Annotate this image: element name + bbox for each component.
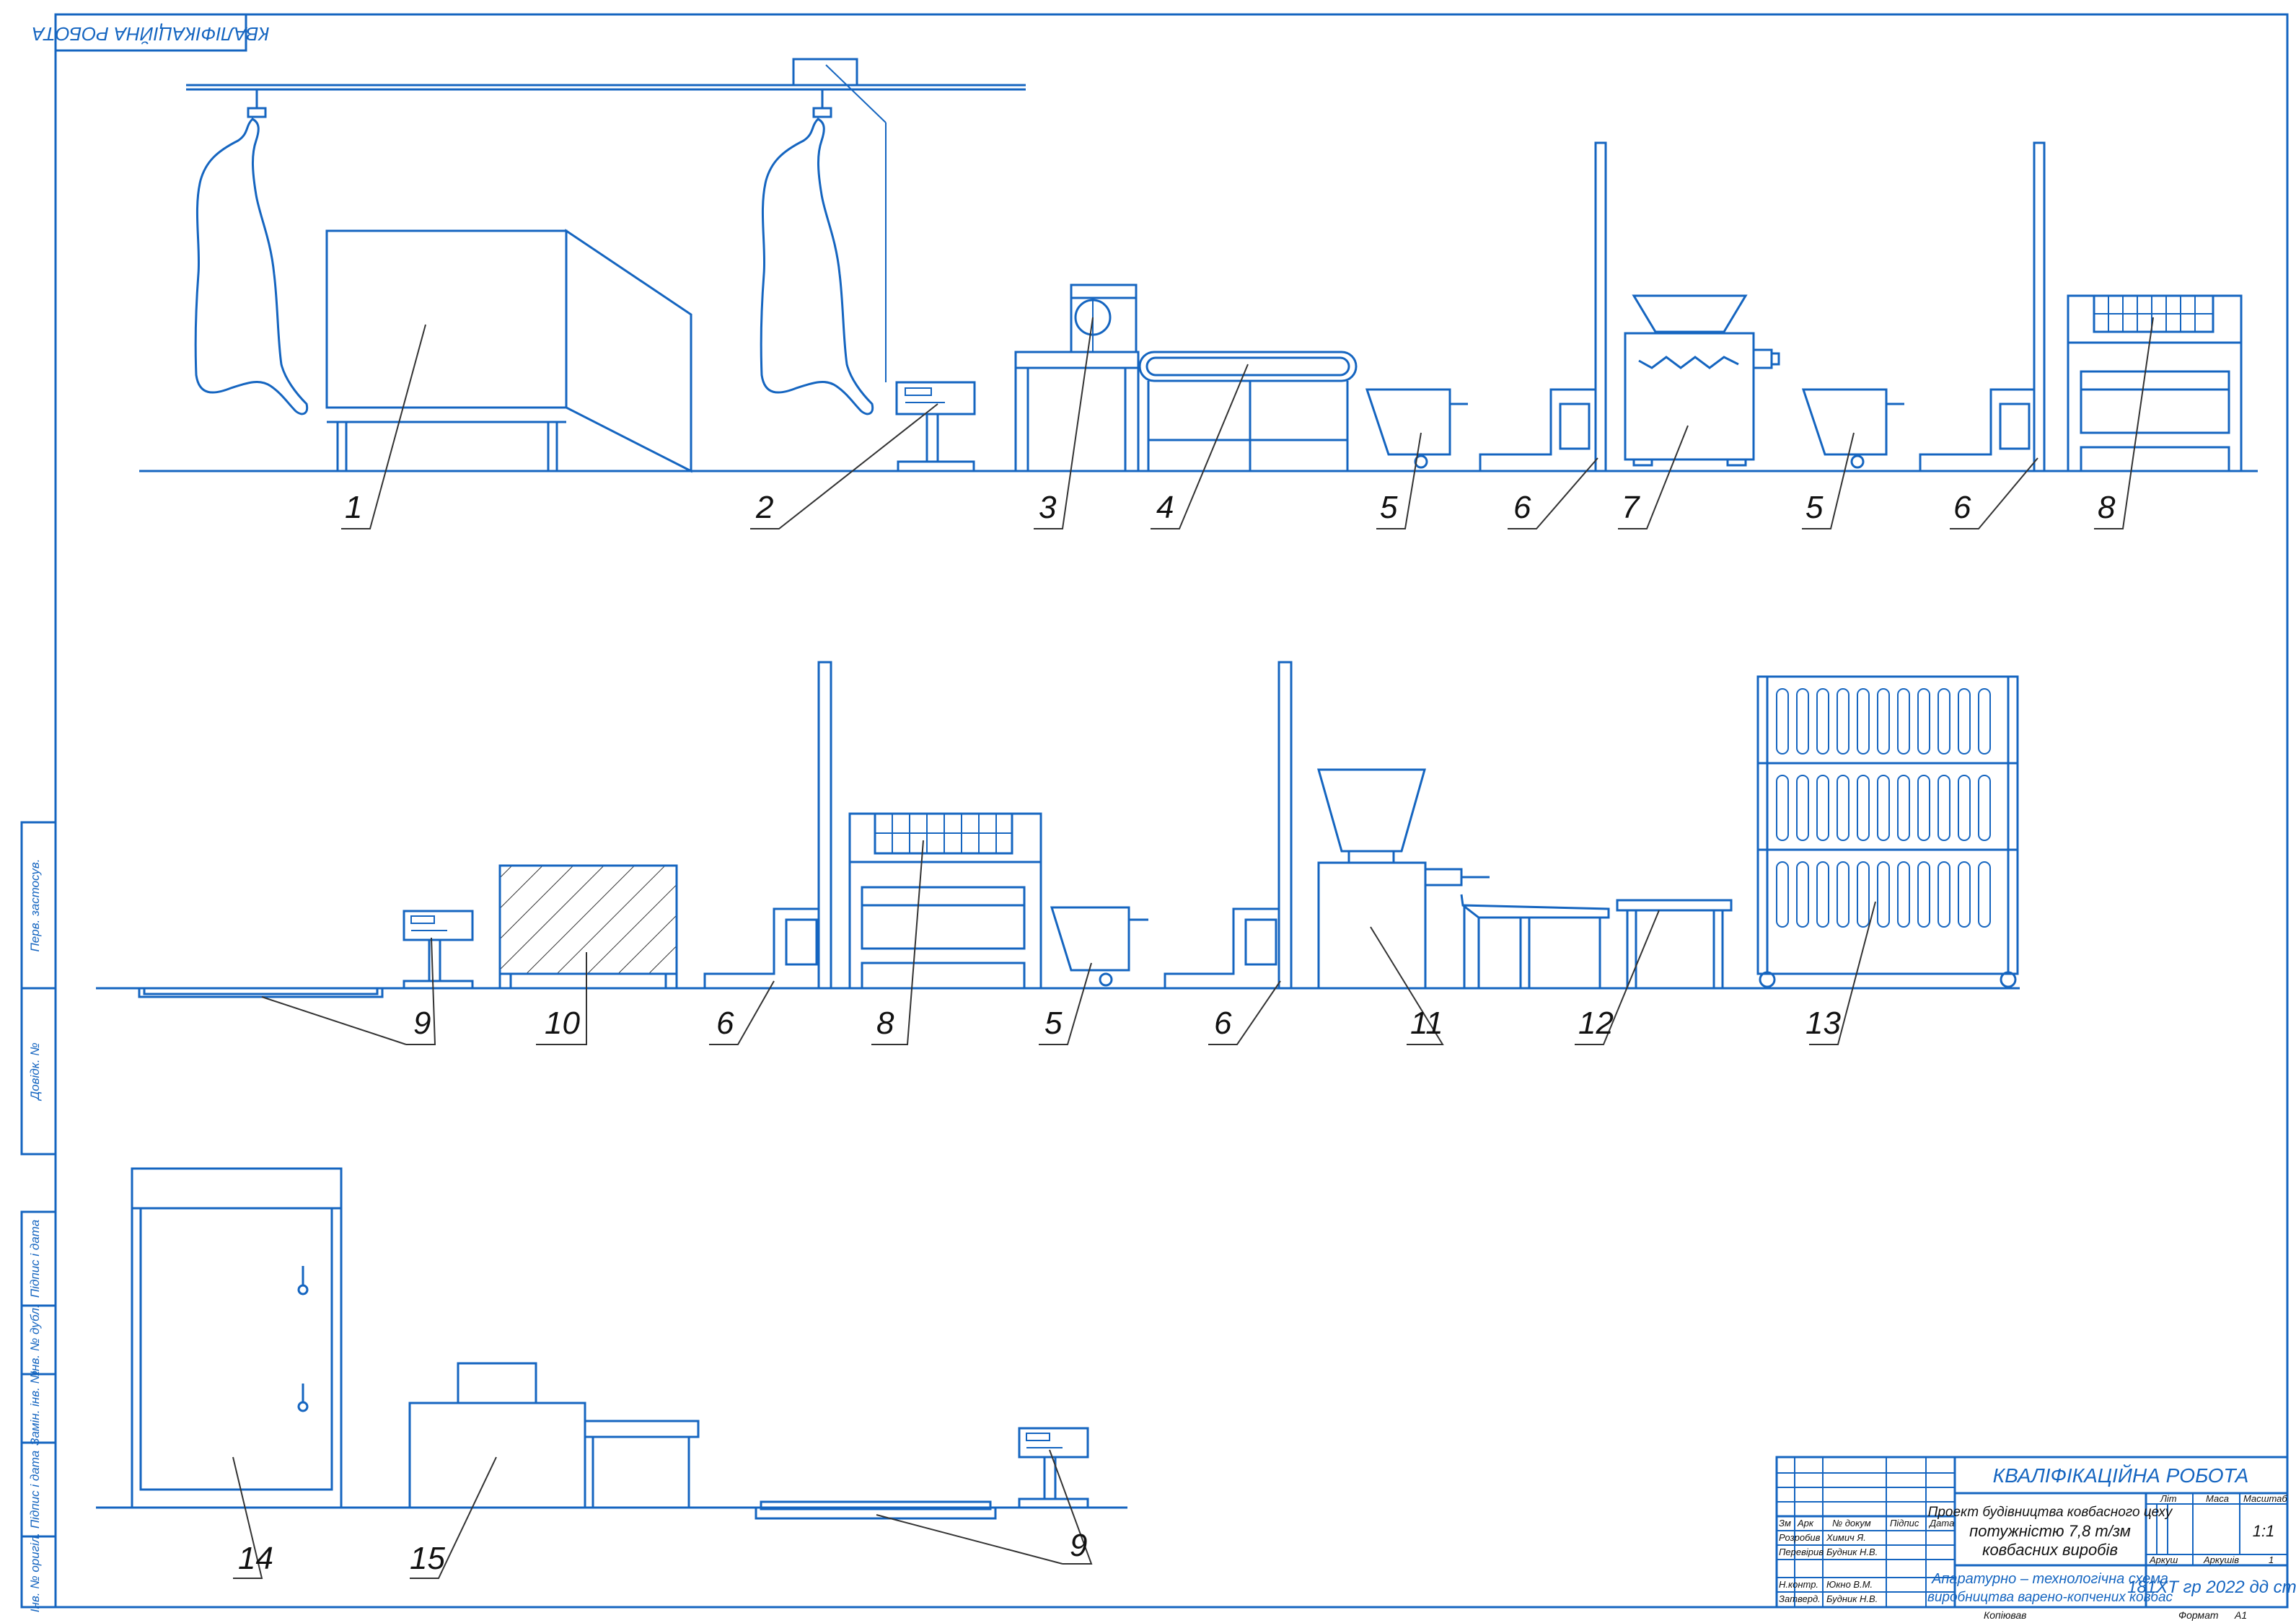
item-number-13: 13 (1805, 1006, 1841, 1041)
name-approved: Будник Н.В. (1826, 1593, 1878, 1604)
leader-lines (341, 317, 2154, 529)
project-line: Проект будівництва ковбасного цеху (1928, 1505, 2173, 1520)
col-mass: Маса (2206, 1493, 2229, 1504)
side-label: Підпис і дата (28, 1451, 42, 1529)
equipment-14-cabinet (131, 1167, 343, 1509)
side-label: Підпис і дата (28, 1220, 42, 1298)
item-number-6: 6 (1214, 1006, 1232, 1041)
col-scale: Масштаб (2243, 1493, 2287, 1504)
col-lit: Літ (2160, 1493, 2177, 1504)
equipment-7-mincer (1624, 294, 1780, 467)
side-label: Інв. № дубл. (28, 1304, 42, 1374)
item-number-6: 6 (1513, 490, 1531, 525)
equipment-1-unit (325, 229, 692, 473)
header-ark: Арк (1797, 1518, 1814, 1529)
equipment-3-saw (1014, 283, 1140, 472)
title-block-title: КВАЛІФІКАЦІЙНА РОБОТА (1993, 1464, 2249, 1487)
equipment-6-lift (1479, 141, 1607, 472)
item-number-6: 6 (716, 1006, 734, 1041)
equipment-4-conveyor (1138, 351, 1358, 471)
item-number-8: 8 (2098, 490, 2116, 525)
role-checked: Перевірив (1779, 1547, 1824, 1557)
equipment-5-cart (1050, 906, 1148, 987)
item-number-14: 14 (238, 1541, 273, 1576)
equipment-12-table (1616, 899, 1733, 988)
equipment-2-scales (895, 381, 976, 472)
item-number-4: 4 (1156, 490, 1174, 525)
equipment-5-cart (1365, 388, 1468, 469)
header-zm: Зм (1779, 1518, 1791, 1529)
item-number-9: 9 (1070, 1528, 1087, 1563)
equipment-8-cutter (848, 812, 1042, 990)
item-number-5: 5 (1380, 490, 1398, 525)
leader-lines (232, 1449, 1093, 1579)
role-developed: Розробив (1779, 1532, 1821, 1543)
name-norm-control: Юкно В.М. (1826, 1579, 1873, 1590)
sheet-description: виробництва варено-копчених ковбас (1927, 1590, 2173, 1605)
equipment-9-scales (755, 1427, 1089, 1520)
item-number-11: 11 (1410, 1006, 1443, 1041)
overhead-rail (186, 58, 1026, 382)
project-line: потужністю 7,8 т/зм (1969, 1522, 2131, 1540)
organization: 181ХТ гр 2022 дд стн (2127, 1578, 2296, 1597)
carcass-hanging (194, 89, 309, 415)
copied-by: Копіював (1984, 1609, 2026, 1621)
equipment-5-cart (1801, 388, 1904, 469)
header-doc: № докум (1832, 1518, 1871, 1529)
format-value: А1 (2234, 1609, 2247, 1621)
side-label: Перв. застосув. (28, 858, 42, 951)
item-number-12: 12 (1578, 1006, 1614, 1041)
item-number-6: 6 (1953, 490, 1971, 525)
item-number-1: 1 (345, 490, 362, 525)
project-line: ковбасних виробів (1982, 1541, 2118, 1559)
equipment-15-unit (408, 1362, 700, 1509)
equipment-9-scales (138, 910, 474, 998)
header-date: Дата (1928, 1518, 1954, 1529)
item-number-5: 5 (1805, 490, 1824, 525)
item-number-7: 7 (1622, 490, 1640, 525)
name-developed: Химич Я. (1826, 1532, 1866, 1543)
role-approved: Затверд. (1779, 1593, 1821, 1604)
equipment-11-filler (1317, 768, 1610, 990)
sheets-label: Аркушів (2203, 1554, 2239, 1565)
carcass-hanging (760, 89, 874, 415)
side-label: Довідк. № (28, 1042, 42, 1101)
item-number-15: 15 (410, 1541, 445, 1576)
format-label: Формат (2178, 1609, 2219, 1621)
equipment-13-frame (1756, 675, 2019, 988)
leader-lines (261, 840, 1876, 1045)
item-number-2: 2 (755, 490, 773, 525)
scale-value: 1:1 (2253, 1522, 2275, 1540)
sheets-value: 1 (2269, 1554, 2274, 1565)
row-1: 1 2 3 4 5 6 7 5 6 8 (139, 58, 2258, 529)
name-checked: Будник Н.В. (1826, 1547, 1878, 1557)
top-stamp-text: КВАЛІФІКАЦІЙНА РОБОТА (32, 23, 269, 45)
equipment-6-lift (1919, 141, 2046, 472)
sheet-description: Апаратурно – технологічна схема (1931, 1571, 2168, 1587)
drawing-frame: КВАЛІФІКАЦІЙНА РОБОТА (32, 13, 2289, 1609)
side-label: Інв. № оригіл. (28, 1533, 42, 1612)
role-norm-control: Н.контр. (1779, 1579, 1818, 1590)
equipment-6-lift (1164, 661, 1293, 990)
equipment-6-lift (703, 661, 832, 990)
equipment-10-unit (498, 864, 678, 990)
sheet-label: Аркуш (2149, 1554, 2178, 1565)
item-number-8: 8 (876, 1006, 894, 1041)
item-number-9: 9 (413, 1006, 431, 1041)
title-block: КВАЛІФІКАЦІЙНА РОБОТА Зм Арк № докум Під… (1775, 1456, 2296, 1621)
row-2: 9 10 6 8 5 6 11 12 13 (96, 661, 2020, 1045)
item-number-10: 10 (545, 1006, 580, 1041)
row-3: 14 15 9 (96, 1167, 1127, 1579)
header-sign: Підпис (1890, 1518, 1919, 1529)
side-label: Замін. інв. № (28, 1371, 42, 1446)
side-strip: Перв. застосув. Довідк. № Підпис і дата … (20, 821, 57, 1612)
item-number-3: 3 (1039, 490, 1057, 525)
item-number-5: 5 (1044, 1006, 1063, 1041)
equipment-8-cutter (2067, 294, 2243, 472)
